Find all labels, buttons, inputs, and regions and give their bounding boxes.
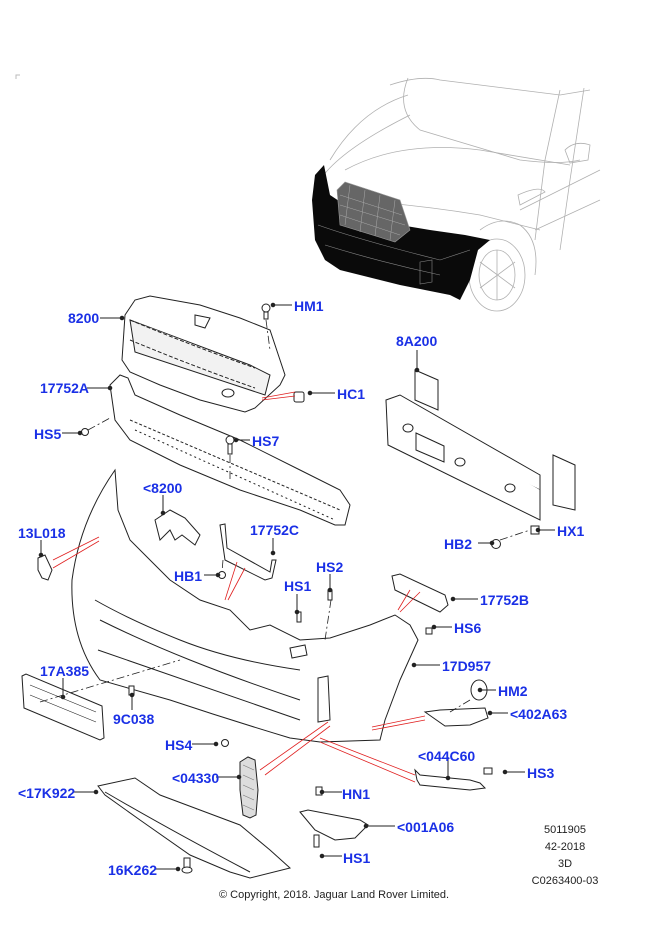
tow-eye-cover-part: [37, 554, 53, 581]
side-bracket-part: [391, 573, 449, 613]
callout-04330[interactable]: <04330: [172, 770, 220, 786]
callout-17k922[interactable]: <17K922: [18, 785, 76, 801]
meta-code: 5011905: [543, 824, 586, 836]
callout-17752b[interactable]: 17752B: [480, 592, 530, 608]
callout-hs3[interactable]: HS3: [527, 765, 555, 781]
lower-finisher-part: [299, 809, 369, 841]
meta-date: 42-2018: [544, 841, 586, 853]
callout-16k262[interactable]: 16K262: [108, 862, 158, 878]
callout-001a06[interactable]: <001A06: [397, 819, 455, 835]
bracket-17752c-part: [219, 523, 277, 581]
callout-044c60[interactable]: <044C60: [418, 748, 476, 764]
grille-part: [121, 295, 286, 413]
callout-17d957[interactable]: 17D957: [442, 658, 492, 674]
grille-insert-part: [239, 756, 259, 819]
reference-lines: [52, 391, 426, 783]
callout-17752c[interactable]: 17752C: [250, 522, 300, 538]
meta-illustration-id: C0263400-03: [531, 875, 599, 887]
finisher-part: [414, 768, 487, 791]
callout-8a200[interactable]: 8A200: [396, 333, 438, 349]
callout-8200[interactable]: 8200: [68, 310, 100, 326]
callout-hs1-lower[interactable]: HS1: [343, 850, 371, 866]
callout-hb1[interactable]: HB1: [174, 568, 203, 584]
assembly-lines: [39, 319, 531, 713]
leader-lines: [38, 302, 555, 872]
callout-17752a[interactable]: 17752A: [40, 380, 90, 396]
callout-hs4[interactable]: HS4: [165, 737, 193, 753]
callout-hm2[interactable]: HM2: [498, 683, 528, 699]
callout-hs6[interactable]: HS6: [454, 620, 482, 636]
callout-9c038[interactable]: 9C038: [113, 711, 155, 727]
callout-hx1[interactable]: HX1: [557, 523, 585, 539]
callout-hs5[interactable]: HS5: [34, 426, 62, 442]
reinforcement-beam-part: [385, 369, 576, 521]
callout-lt8200[interactable]: <8200: [143, 480, 183, 496]
callout-hc1[interactable]: HC1: [337, 386, 366, 402]
callout-hm1[interactable]: HM1: [294, 298, 324, 314]
overview-grille-mesh: [339, 184, 406, 241]
wheel-arch-bracket-part: [423, 707, 489, 727]
callout-13l018[interactable]: 13L018: [18, 525, 66, 541]
meta-view: 3D: [557, 858, 573, 870]
skid-plate-part: [97, 777, 292, 879]
callout-hs7[interactable]: HS7: [252, 433, 280, 449]
callout-402a63[interactable]: <402A63: [510, 706, 568, 722]
corner-mark: [15, 74, 20, 79]
bumper-cover-part: [71, 468, 419, 743]
callout-hn1[interactable]: HN1: [342, 786, 371, 802]
copyright-notice: © Copyright, 2018. Jaguar Land Rover Lim…: [219, 889, 450, 901]
illustration-meta: 5011905 42-2018 3D C0263400-03: [510, 822, 620, 890]
callout-hb2[interactable]: HB2: [444, 536, 473, 552]
grille-bracket-part: [154, 509, 201, 546]
callout-hs2[interactable]: HS2: [316, 559, 344, 575]
callout-17a385[interactable]: 17A385: [40, 663, 90, 679]
overview-bumper-lines: [317, 224, 471, 285]
callout-hs1-upper[interactable]: HS1: [284, 578, 312, 594]
